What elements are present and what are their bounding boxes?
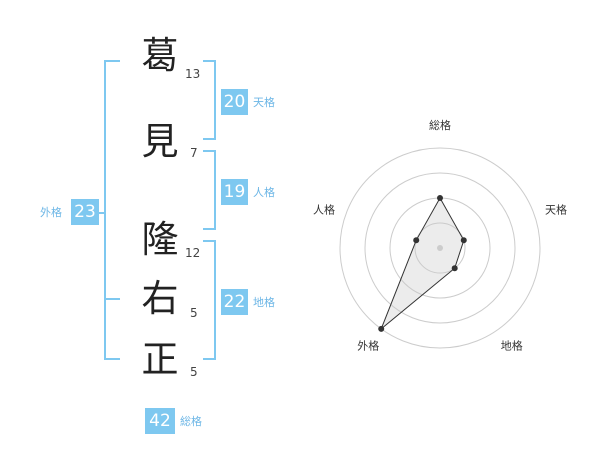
radar-axis-label-3: 地格 xyxy=(501,339,523,353)
radar-center-dot xyxy=(437,245,443,251)
name-char-5: 正 xyxy=(141,338,179,381)
radar-point-3 xyxy=(451,265,458,272)
radar-series-area xyxy=(380,196,465,330)
stroke-count-4: 5 xyxy=(190,306,198,320)
radar-point-4 xyxy=(378,325,385,332)
name-char-2: 見 xyxy=(141,120,179,163)
jinkaku-badge: 19 xyxy=(221,179,248,205)
radar-ring-3 xyxy=(364,172,516,324)
name-char-3: 隆 xyxy=(141,218,179,261)
chikaku-badge: 22 xyxy=(221,289,248,315)
soukaku-label: 総格 xyxy=(180,415,202,428)
name-char-1: 葛 xyxy=(141,34,179,77)
stroke-count-2: 7 xyxy=(190,146,198,160)
stroke-count-5: 5 xyxy=(190,365,198,379)
radar-axis-label-1: 総格 xyxy=(429,118,451,132)
jinkaku-label: 人格 xyxy=(253,186,275,199)
radar-point-1 xyxy=(437,195,443,201)
stroke-count-3: 12 xyxy=(185,246,201,260)
radar-ring-4 xyxy=(339,147,541,349)
soukaku-badge: 42 xyxy=(145,408,175,434)
radar-point-5 xyxy=(413,237,420,244)
tenkaku-label: 天格 xyxy=(253,96,275,109)
radar-axis-label-5: 人格 xyxy=(313,202,335,216)
gaikaku-label: 外格 xyxy=(40,206,62,219)
gaikaku-badge: 23 xyxy=(71,199,99,225)
radar-point-2 xyxy=(460,237,467,244)
radar-ring-1 xyxy=(414,222,466,274)
stroke-count-1: 13 xyxy=(185,67,201,81)
tenkaku-badge: 20 xyxy=(221,89,248,115)
radar-axis-label-2: 天格 xyxy=(545,202,567,216)
radar-axis-label-4: 外格 xyxy=(357,339,379,353)
chikaku-label: 地格 xyxy=(253,296,275,309)
name-char-4: 右 xyxy=(141,277,179,320)
